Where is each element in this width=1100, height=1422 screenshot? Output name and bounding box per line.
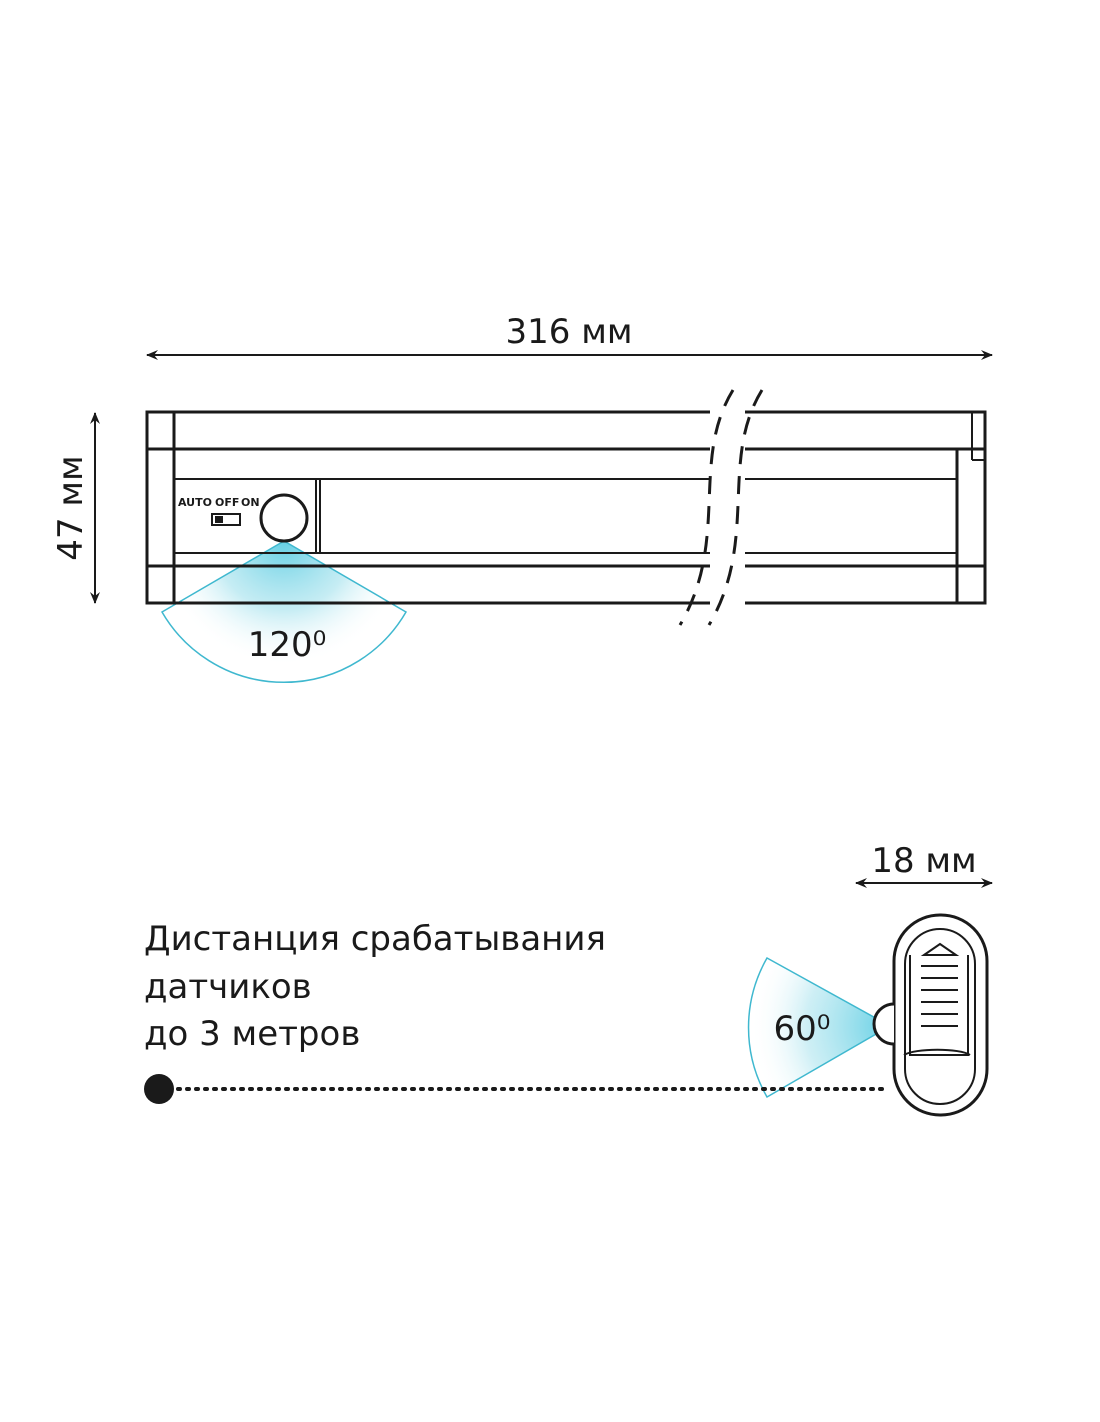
person-dot [144,1074,174,1104]
mode-switch-knob [215,516,223,523]
caption-line-1: Дистанция срабатывания [144,919,606,959]
switch-label-on: ON [241,496,260,509]
side-sensor-angle: 60⁰ [774,1009,831,1049]
motion-sensor [259,493,309,543]
front-sensor-fan [160,540,408,684]
detection-distance-line [144,1074,884,1104]
side-sensor-fan [747,956,892,1099]
front-sensor-angle: 120⁰ [248,625,327,665]
caption-line-3: до 3 метров [144,1014,360,1054]
height-dimension: 47 мм [51,412,100,604]
lamp-side-view [872,913,989,1117]
depth-dimension: 18 мм [855,841,993,888]
lamp-front-view: AUTO OFF ON [145,389,987,626]
break-line-left [678,389,735,626]
detection-caption: Дистанция срабатывания датчиков до 3 мет… [144,919,606,1054]
length-label: 316 мм [505,312,632,352]
front-sensor-coverage: 120⁰ [160,540,408,684]
mode-switch [211,513,241,526]
side-sensor-coverage: 60⁰ [747,956,892,1099]
depth-label: 18 мм [871,841,976,881]
caption-line-2: датчиков [144,967,312,1007]
break-line-right [707,389,764,626]
side-sensor-dome [872,1002,895,1046]
height-label: 47 мм [51,455,91,560]
switch-label-auto: AUTO [178,496,212,509]
length-dimension: 316 мм [146,312,993,360]
switch-label-off: OFF [215,496,239,509]
